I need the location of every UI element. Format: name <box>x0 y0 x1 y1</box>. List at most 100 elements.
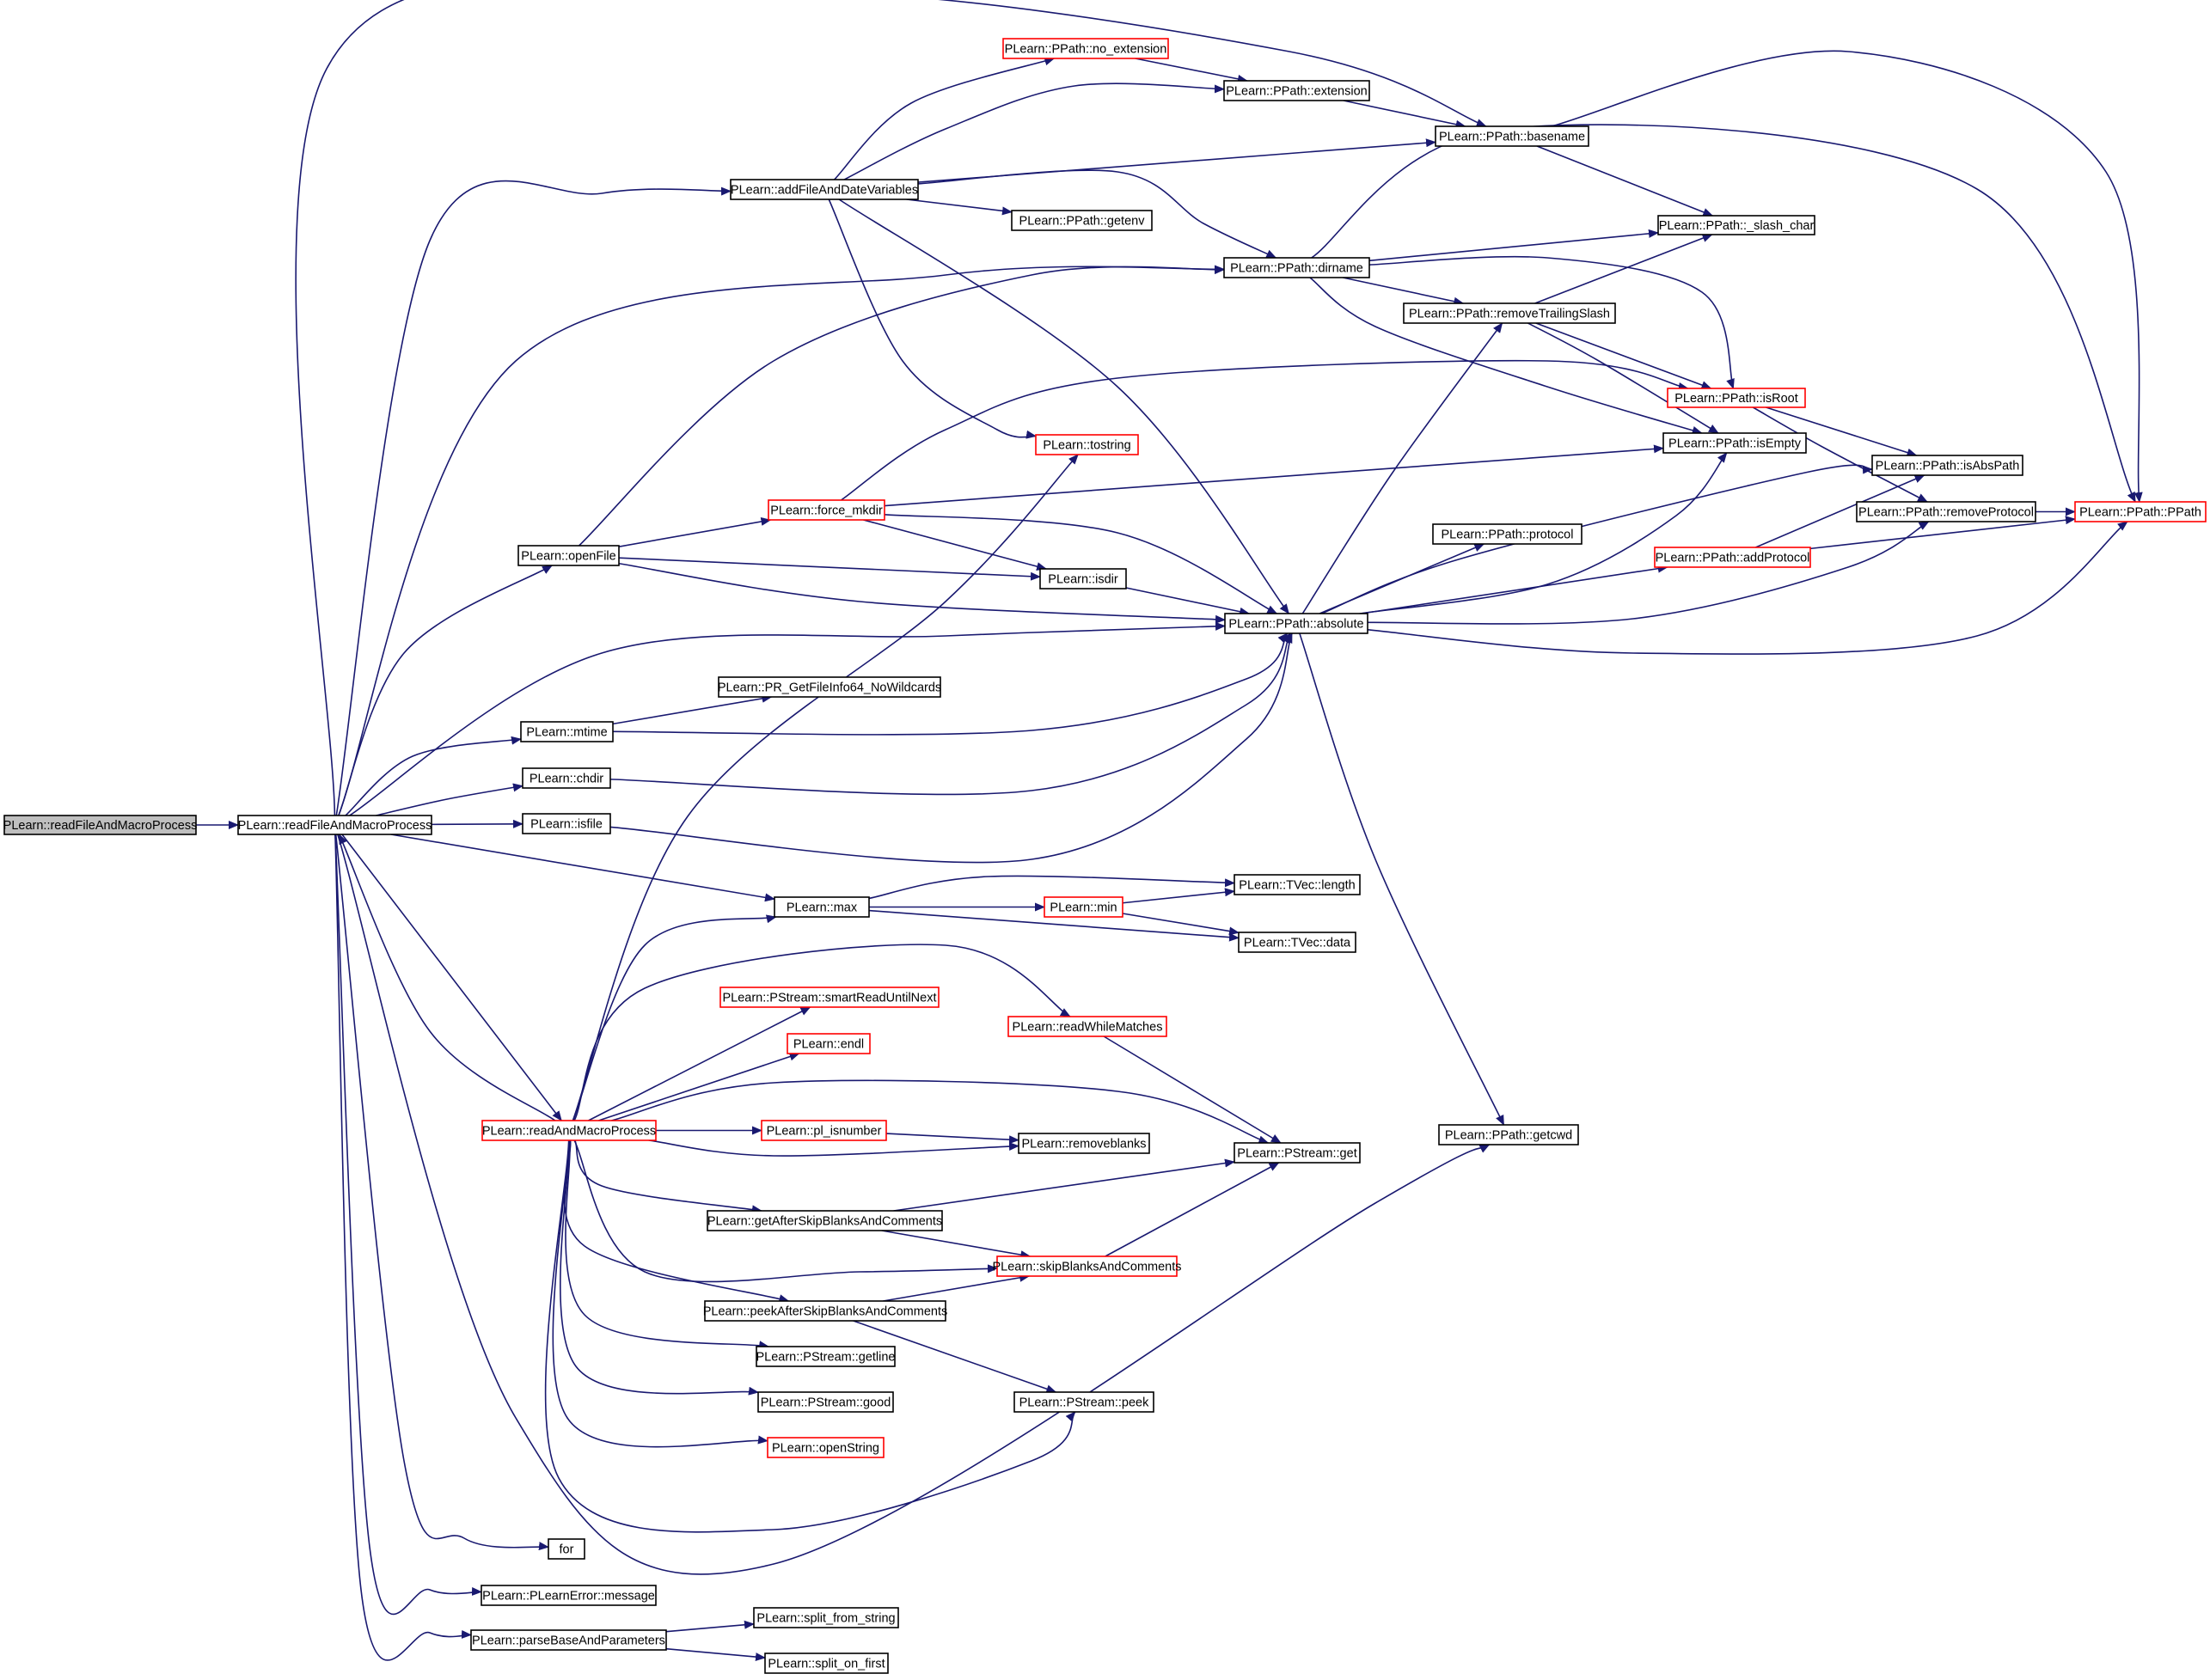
node-prget[interactable]: PLearn::PR_GetFileInfo64_NoWildcards <box>718 676 941 698</box>
node-label: PLearn::isdir <box>1048 573 1118 587</box>
node-plerr[interactable]: PLearn::PLearnError::message <box>481 1585 657 1606</box>
node-good[interactable]: PLearn::PStream::good <box>757 1391 894 1413</box>
node-forcemk[interactable]: PLearn::force_mkdir <box>768 499 885 521</box>
node-label: PLearn::PPath::getenv <box>1019 215 1146 229</box>
node-label: PLearn::PStream::get <box>1237 1147 1356 1161</box>
node-label: PLearn::PPath::protocol <box>1442 528 1574 542</box>
node-pasbc[interactable]: PLearn::peekAfterSkipBlanksAndComments <box>703 1300 948 1322</box>
node-label: PLearn::PPath::extension <box>1226 85 1367 99</box>
node-isroot[interactable]: PLearn::PPath::isRoot <box>1667 388 1806 408</box>
node-getenv[interactable]: PLearn::PPath::getenv <box>1011 210 1153 231</box>
node-box <box>753 1607 899 1628</box>
node-ppath[interactable]: PLearn::PPath::PPath <box>2074 501 2207 522</box>
node-splitfirst[interactable]: PLearn::split_on_first <box>764 1653 889 1674</box>
edge-forcemk-to-isdir <box>863 519 1048 571</box>
node-isabs[interactable]: PLearn::PPath::isAbsPath <box>1871 455 2023 476</box>
node-box <box>767 1437 885 1458</box>
node-label: PLearn::openString <box>772 1442 879 1456</box>
node-min[interactable]: PLearn::min <box>1044 896 1123 918</box>
node-box <box>522 813 611 834</box>
node-absolute[interactable]: PLearn::PPath::absolute <box>1224 613 1368 634</box>
node-peek[interactable]: PLearn::PStream::peek <box>1013 1391 1154 1413</box>
node-basename[interactable]: PLearn::PPath::basename <box>1435 125 1589 147</box>
node-openstr[interactable]: PLearn::openString <box>767 1437 885 1458</box>
node-noext[interactable]: PLearn::PPath::no_extension <box>1002 38 1169 59</box>
node-ramp[interactable]: PLearn::readAndMacroProcess <box>481 1120 657 1141</box>
edge-rfamp-to-openfile <box>338 565 553 816</box>
node-box <box>520 721 614 742</box>
node-isempty[interactable]: PLearn::PPath::isEmpty <box>1662 432 1807 454</box>
node-box <box>237 815 432 835</box>
node-box <box>522 767 611 789</box>
node-label: PLearn::readAndMacroProcess <box>482 1125 656 1139</box>
edge-arrow <box>1343 277 1465 306</box>
node-splitfrom[interactable]: PLearn::split_from_string <box>753 1607 899 1628</box>
edge-arrow <box>338 834 556 1121</box>
node-box <box>1018 1133 1150 1154</box>
node-rmproto[interactable]: PLearn::PPath::removeProtocol <box>1856 501 2036 522</box>
node-chdir[interactable]: PLearn::chdir <box>522 767 611 789</box>
edge-arrow <box>906 199 1013 216</box>
edge-arrow <box>390 834 775 902</box>
node-tveclen[interactable]: PLearn::TVec::length <box>1234 874 1361 895</box>
node-tostring[interactable]: PLearn::tostring <box>1035 434 1139 455</box>
edge-rfamp-to-absolute <box>349 621 1226 816</box>
edge-arrow <box>665 1620 755 1633</box>
edge-min-to-tveclen <box>1122 888 1235 904</box>
node-plisnum[interactable]: PLearn::pl_isnumber <box>761 1120 887 1141</box>
node-label: PLearn::PR_GetFileInfo64_NoWildcards <box>718 681 941 695</box>
node-box <box>1435 125 1589 147</box>
edge-ext-to-basename <box>1343 100 1466 129</box>
node-root[interactable]: PLearn::readFileAndMacroProcess <box>3 815 198 835</box>
node-label: PLearn::PPath::isRoot <box>1674 392 1797 406</box>
node-label: PLearn::TVec::length <box>1239 879 1355 893</box>
node-box <box>787 1033 871 1054</box>
edge-arrow <box>337 834 1491 1575</box>
edge-rfamp-to-for <box>334 834 549 1551</box>
edge-arrow <box>1535 322 1712 389</box>
node-for[interactable]: for <box>548 1538 585 1560</box>
node-gasbc[interactable]: PLearn::getAfterSkipBlanksAndComments <box>707 1210 943 1231</box>
node-psget[interactable]: PLearn::PStream::get <box>1234 1142 1361 1164</box>
node-rmblanks[interactable]: PLearn::removeblanks <box>1018 1133 1150 1154</box>
node-ext[interactable]: PLearn::PPath::extension <box>1223 80 1370 101</box>
node-getcwd[interactable]: PLearn::PPath::getcwd <box>1438 1124 1579 1145</box>
node-tvecdata[interactable]: PLearn::TVec::data <box>1238 932 1356 953</box>
node-addproto[interactable]: PLearn::PPath::addProtocol <box>1654 547 1811 568</box>
node-mtime[interactable]: PLearn::mtime <box>520 721 614 742</box>
node-rwm[interactable]: PLearn::readWhileMatches <box>1007 1016 1167 1037</box>
node-rts[interactable]: PLearn::PPath::removeTrailingSlash <box>1403 302 1616 324</box>
edge-ramp-to-endl <box>598 1052 800 1121</box>
node-label: PLearn::force_mkdir <box>770 504 883 518</box>
node-addfile[interactable]: PLearn::addFileAndDateVariables <box>730 179 919 200</box>
node-getline[interactable]: PLearn::PStream::getline <box>756 1346 896 1367</box>
node-isdir[interactable]: PLearn::isdir <box>1039 568 1127 590</box>
node-rfamp[interactable]: PLearn::readFileAndMacroProcess <box>237 815 432 835</box>
edge-arrow <box>565 1139 769 1350</box>
node-box <box>1432 523 1583 545</box>
node-box <box>1035 434 1139 455</box>
edge-rts-to-slash <box>1534 234 1713 304</box>
node-endl[interactable]: PLearn::endl <box>787 1033 871 1054</box>
edge-isfile-to-absolute <box>609 632 1293 864</box>
edge-rfamp-to-pbap <box>334 834 472 1661</box>
edge-isroot-to-isabs <box>1766 406 1918 457</box>
edge-arrow <box>1311 124 2136 503</box>
edge-arrow <box>1343 100 1466 129</box>
edge-noext-to-ext <box>1135 58 1248 83</box>
node-max[interactable]: PLearn::max <box>774 896 870 918</box>
edge-ramp-to-smartread <box>588 1006 811 1121</box>
node-slash[interactable]: PLearn::PPath::_slash_char <box>1657 215 1815 235</box>
node-sbc[interactable]: PLearn::skipBlanksAndComments <box>992 1255 1182 1277</box>
edge-arrow <box>1122 913 1240 936</box>
edge-dirname-to-rts <box>1343 277 1465 306</box>
node-protocol[interactable]: PLearn::PPath::protocol <box>1432 523 1583 545</box>
edge-dirname-to-ppath <box>1311 124 2136 503</box>
node-label: PLearn::split_on_first <box>768 1658 885 1671</box>
node-dirname[interactable]: PLearn::PPath::dirname <box>1223 257 1370 278</box>
node-pbap[interactable]: PLearn::parseBaseAndParameters <box>470 1629 667 1651</box>
node-smartread[interactable]: PLearn::PStream::smartReadUntilNext <box>719 987 940 1008</box>
edge-rfamp-to-dirname <box>338 265 1225 816</box>
node-isfile[interactable]: PLearn::isfile <box>522 813 611 834</box>
node-openfile[interactable]: PLearn::openFile <box>517 545 620 566</box>
